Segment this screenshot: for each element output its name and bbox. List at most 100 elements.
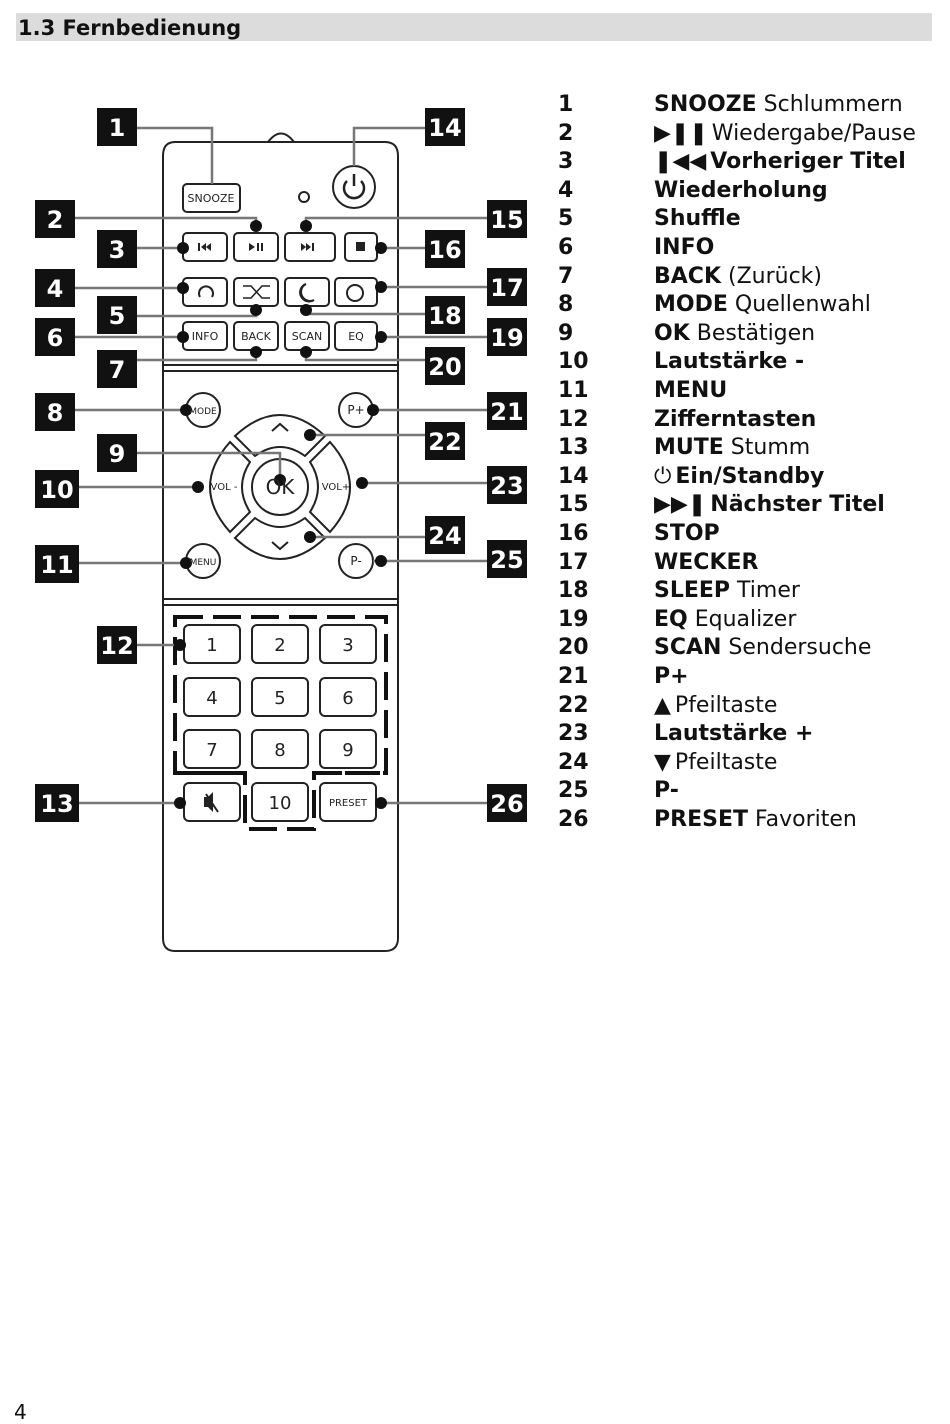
eq-label: EQ bbox=[348, 330, 364, 343]
digit-button-2[interactable] bbox=[251, 624, 309, 664]
digit-button-8[interactable] bbox=[251, 729, 309, 769]
legend-number: 18 bbox=[558, 578, 589, 604]
callout-18: 18 bbox=[428, 302, 461, 330]
anchor-dots bbox=[174, 220, 387, 809]
down-chevron-icon bbox=[271, 541, 289, 551]
callout-26: 26 bbox=[490, 790, 523, 818]
legend-term: Nächster Titel bbox=[710, 492, 885, 518]
legend-term: Lautstärke - bbox=[654, 349, 805, 375]
legend-number: 1 bbox=[558, 92, 574, 117]
digit-button-3[interactable] bbox=[319, 624, 377, 664]
digit-button-9[interactable] bbox=[319, 729, 377, 769]
callout-5: 5 bbox=[109, 302, 126, 330]
callout-21: 21 bbox=[490, 398, 523, 426]
callout-14: 14 bbox=[428, 114, 461, 142]
ten-button[interactable] bbox=[251, 782, 309, 822]
digit-button-5[interactable] bbox=[251, 677, 309, 717]
legend-number: 4 bbox=[558, 177, 574, 203]
legend-description: Sendersuche bbox=[721, 635, 872, 661]
moon-icon bbox=[299, 283, 315, 303]
callout-16: 16 bbox=[428, 236, 461, 264]
up-arrow-icon: ▲ bbox=[654, 692, 671, 718]
callout-13: 13 bbox=[40, 790, 73, 818]
repeat-button[interactable] bbox=[182, 277, 228, 307]
legend-term: Vorheriger Titel bbox=[710, 149, 906, 175]
digit-button-4[interactable] bbox=[183, 677, 241, 717]
vol-minus-button[interactable] bbox=[209, 440, 252, 534]
legend-number: 20 bbox=[558, 635, 589, 661]
digit-label-2: 2 bbox=[274, 635, 285, 656]
info-label: INFO bbox=[192, 330, 219, 343]
legend-number: 11 bbox=[558, 378, 589, 403]
legend-number: 17 bbox=[558, 549, 589, 575]
power-icon bbox=[342, 180, 366, 200]
legend-description: Stumm bbox=[723, 435, 811, 461]
scan-label: SCAN bbox=[292, 330, 322, 343]
legend-number: 24 bbox=[558, 749, 589, 775]
p-minus-label: P- bbox=[350, 554, 361, 568]
remote-control-diagram: 1 2 3 4 5 6 7 8 9 10 11 12 13 14 15 16 1… bbox=[35, 108, 527, 952]
digit-button-7[interactable] bbox=[183, 729, 241, 769]
legend-term: SLEEP bbox=[654, 578, 731, 604]
legend-description: Bestätigen bbox=[689, 320, 816, 346]
callout-8: 8 bbox=[47, 399, 64, 427]
legend-term: PRESET bbox=[654, 807, 748, 832]
next-button[interactable] bbox=[284, 232, 336, 262]
legend-term: WECKER bbox=[654, 549, 759, 575]
callout-23: 23 bbox=[490, 472, 523, 500]
preset-label: PRESET bbox=[329, 798, 368, 809]
vol-plus-button[interactable] bbox=[308, 440, 351, 534]
section-title: 1.3 Fernbedienung bbox=[18, 16, 242, 40]
up-chevron-icon bbox=[271, 422, 289, 432]
callout-6: 6 bbox=[47, 324, 64, 352]
play-pause-button[interactable] bbox=[233, 232, 279, 262]
legend-term: Zifferntasten bbox=[654, 406, 817, 432]
digit-label-9: 9 bbox=[342, 740, 353, 761]
legend-number: 6 bbox=[558, 235, 574, 260]
callout-17: 17 bbox=[490, 274, 523, 302]
down-arrow-icon: ▼ bbox=[654, 749, 671, 775]
legend-number: 5 bbox=[558, 206, 574, 232]
callout-1: 1 bbox=[109, 114, 126, 142]
legend-term: P+ bbox=[654, 664, 689, 689]
legend-term: SCAN bbox=[654, 635, 722, 661]
legend-number: 14 bbox=[558, 463, 589, 489]
legend-number: 21 bbox=[558, 664, 589, 689]
legend-number: 25 bbox=[558, 778, 589, 804]
p-plus-label: P+ bbox=[347, 403, 364, 417]
callout-4: 4 bbox=[47, 275, 64, 303]
legend-term: Lautstärke + bbox=[654, 721, 814, 747]
callout-19: 19 bbox=[490, 324, 523, 352]
legend-term: P- bbox=[654, 778, 679, 804]
legend-description: Quellenwahl bbox=[727, 292, 871, 318]
legend-description: Equalizer bbox=[687, 606, 797, 632]
callout-3: 3 bbox=[109, 236, 126, 264]
digit-label-4: 4 bbox=[206, 688, 217, 709]
legend-term: Ein/Standby bbox=[675, 463, 825, 489]
callout-boxes bbox=[35, 108, 527, 822]
led-indicator bbox=[298, 191, 310, 203]
legend-description: Timer bbox=[730, 578, 800, 604]
legend-description: Pfeiltaste bbox=[674, 749, 778, 775]
play-pause-icon bbox=[249, 243, 263, 251]
legend-number: 22 bbox=[558, 692, 589, 718]
next-icon bbox=[301, 243, 314, 251]
vol-plus-label: VOL+ bbox=[322, 482, 351, 493]
digit-label-6: 6 bbox=[342, 688, 353, 709]
play-pause-icon: ▶❚❚ bbox=[654, 120, 708, 146]
legend-number: 10 bbox=[558, 349, 589, 375]
digit-button-6[interactable] bbox=[319, 677, 377, 717]
legend-number: 16 bbox=[558, 521, 589, 546]
digit-label-3: 3 bbox=[342, 635, 353, 656]
alarm-button[interactable] bbox=[334, 277, 378, 307]
power-button[interactable] bbox=[332, 165, 376, 209]
callout-12: 12 bbox=[100, 632, 133, 660]
remote-body bbox=[162, 141, 399, 952]
callout-10: 10 bbox=[40, 476, 73, 504]
legend-term: EQ bbox=[654, 606, 688, 632]
page-number: 4 bbox=[14, 1400, 27, 1424]
menu-label: MENU bbox=[190, 558, 217, 568]
legend-number: 7 bbox=[558, 263, 574, 289]
legend-number: 12 bbox=[558, 406, 589, 432]
previous-icon bbox=[198, 243, 211, 251]
